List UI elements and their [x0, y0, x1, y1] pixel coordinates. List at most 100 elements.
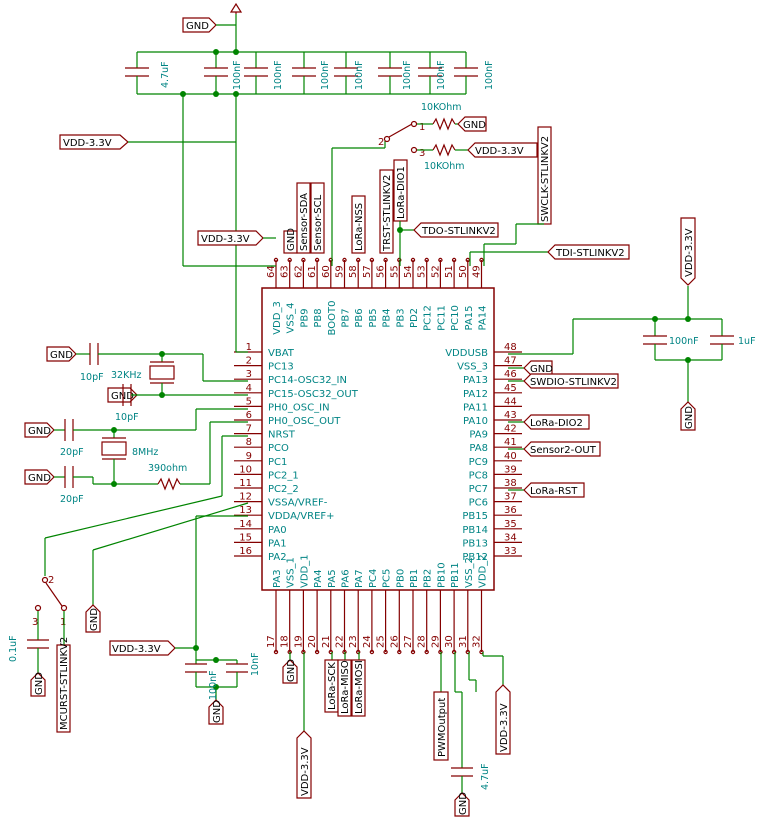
- mcu-pin-end: [410, 649, 416, 655]
- nrst-switch-pos-1: 1: [60, 617, 66, 628]
- cap-100n-label-2: 100nF: [273, 60, 284, 90]
- mcu-pin-name: PB9: [299, 308, 310, 327]
- lora-miso-label: [337, 659, 352, 717]
- sensor-scl-text: Sensor-SCL: [313, 194, 324, 251]
- mcu-pin-end: [314, 649, 320, 655]
- mcu-pin-name: VDDUSB: [445, 348, 488, 359]
- mcu-pin-name: PC9: [469, 457, 488, 468]
- vdd-label-pin32-text: VDD-3.3V: [499, 703, 510, 752]
- mcu-pin-number: 13: [239, 505, 252, 516]
- gnd-label-pb11-text: GND: [458, 792, 469, 815]
- nrst-switch-pos-2: 2: [48, 575, 54, 586]
- mcu-pin-name: PA14: [478, 306, 489, 331]
- mcu-pin-number: 29: [430, 635, 441, 648]
- mcu-pin-number: 48: [504, 342, 517, 353]
- mcu-pin-number: 35: [504, 519, 517, 530]
- mcu-pin-end: [410, 257, 416, 263]
- xtal-8m-label: 8MHz: [132, 447, 158, 458]
- mcu-pin-name: PA11: [463, 402, 488, 413]
- mcu-pin-end: [369, 649, 375, 655]
- mcu-pin-number: 50: [458, 265, 469, 278]
- mcu-pin-name: PA1: [268, 538, 287, 549]
- mcu-pin-number: 4: [246, 383, 252, 394]
- mcu-pin-number: 14: [239, 519, 252, 530]
- mcu-pin-name: PA8: [469, 443, 488, 454]
- mcu-pin-number: 9: [246, 451, 252, 462]
- switch-pos-2: 2: [378, 137, 384, 148]
- lora-mosi-text: LoRa-MOSI: [354, 660, 365, 714]
- mcu-pin-name: PH0_OSC_OUT: [268, 416, 341, 427]
- mcu-pin-name: PC2_1: [268, 470, 299, 481]
- gnd-label-pin63-text: GND: [286, 228, 297, 251]
- mcu-pin-number: 49: [472, 265, 483, 278]
- mcu-pin-number: 32: [472, 635, 483, 648]
- lora-dio1-text: LoRa-DIO1: [396, 166, 407, 219]
- top-bank-capacitor: [125, 52, 149, 94]
- vdd-label-vddusb: [680, 217, 696, 286]
- swdio-text: SWDIO-STLINKV2: [530, 377, 617, 388]
- top-bank-capacitor: [292, 52, 316, 94]
- mcu-pin-name: PD2: [409, 308, 420, 328]
- mcu-pin-number: 57: [362, 265, 373, 278]
- gnd-label-vdda-text: GND: [212, 700, 223, 723]
- gnd-label-c8a: [24, 422, 55, 438]
- cap-4u7-pb11-label: 4.7uF: [480, 763, 491, 790]
- gnd-label-pin47: [523, 360, 553, 376]
- mcu-pin-name: VSS_2: [464, 557, 475, 588]
- mcu-pin-end: [424, 257, 429, 263]
- mcu-pin-name: PB6: [354, 308, 365, 327]
- mcu-pin-name: PA10: [463, 416, 488, 427]
- mcu-pin-end: [273, 257, 279, 263]
- mcu-pin-name: PC11: [436, 305, 447, 331]
- mcu-pin-number: 47: [504, 356, 517, 367]
- resistor-10k-2-icon: [432, 143, 456, 157]
- mcu-pin-number: 23: [348, 635, 359, 648]
- mcu-pin-number: 21: [321, 635, 332, 648]
- swclk-label: [537, 126, 552, 225]
- vdd-label-pin32: [495, 684, 511, 755]
- mcu-pin-end: [342, 257, 347, 263]
- cap-20p-label-2: 20pF: [60, 494, 84, 505]
- gnd-label-vddusb-text: GND: [684, 406, 695, 429]
- mcu-pin-name: PB5: [368, 308, 379, 327]
- gnd-label-c8b: [24, 469, 55, 485]
- tdi-label: [547, 244, 630, 260]
- gnd-label-vdda: [208, 699, 224, 725]
- mcu-pin-number: 63: [280, 265, 291, 278]
- mcu-pin-number: 17: [266, 635, 277, 648]
- resistor-10k-1-icon: [432, 117, 456, 131]
- top-decoupling-bank: GND 4.7uF 100nF 100nF 100nF 100nF 100nF …: [125, 2, 495, 97]
- swdio-label: [523, 373, 619, 389]
- mcu-pin-name: PC13: [268, 362, 294, 373]
- mcu-pin-name: PA15: [464, 306, 475, 331]
- mcu-pin-end: [397, 649, 402, 655]
- vdd-label-r2-text: VDD-3.3V: [475, 146, 524, 157]
- mcu-pin-name: VDD_3: [272, 301, 283, 335]
- mcu-pin-number: 40: [504, 451, 517, 462]
- top-bank-capacitor: [418, 52, 442, 94]
- crystal-8m-icon: [101, 441, 127, 456]
- top-bank-capacitor: [454, 52, 478, 94]
- mcu-pin-number: 43: [504, 410, 517, 421]
- analog-supply-network: GND VDD-3.3V GND 100nF 10nF: [85, 502, 261, 725]
- mcu-pin-name: PB0: [395, 569, 406, 588]
- vdd-net-bank: VDD-3.3V: [59, 94, 276, 353]
- mcu-pin-name: PB12: [462, 552, 488, 563]
- mcu-pin-number: 58: [348, 265, 359, 278]
- lora-dio2-text: LoRa-DIO2: [530, 418, 583, 429]
- crystal-32k-icon: [149, 365, 175, 380]
- gnd-label-pin18-text: GND: [286, 659, 297, 682]
- mcu-pin-end: [273, 649, 279, 655]
- mcu-pin-number: 51: [444, 265, 455, 278]
- mcu-pin-name: PC8: [469, 470, 488, 481]
- nrst-switch-network: 2 1 3 MCURST-STLINKV2 0.1uF GND: [8, 435, 248, 733]
- mcu-pin-name: PA12: [463, 389, 488, 400]
- mcu-pin-number: 31: [458, 635, 469, 648]
- swclk-text: SWCLK-STLINKV2: [540, 136, 551, 222]
- mcu-pin-name: PC6: [469, 498, 488, 509]
- mcu-pin-name: PC14-OSC32_IN: [268, 375, 347, 386]
- top-bank-capacitor: [244, 52, 268, 94]
- mcu-pin-end: [397, 257, 402, 263]
- mcu-pin-number: 39: [504, 464, 517, 475]
